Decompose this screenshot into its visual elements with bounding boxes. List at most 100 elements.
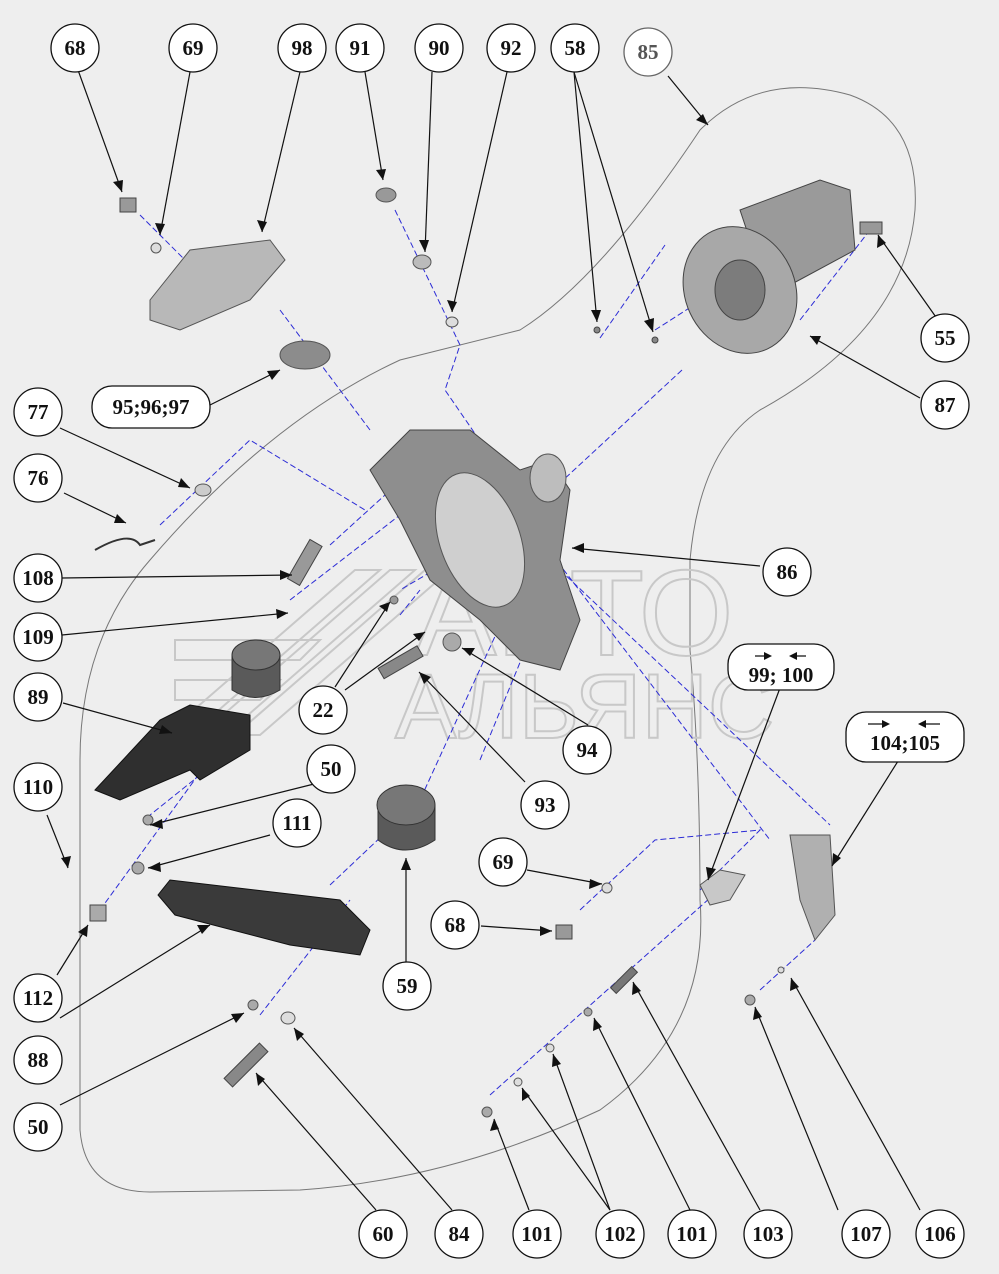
callout-22: 22 bbox=[298, 685, 348, 735]
svg-text:60: 60 bbox=[373, 1222, 394, 1246]
callout-111: 111 bbox=[272, 798, 322, 848]
svg-text:108: 108 bbox=[22, 566, 54, 590]
svg-text:92: 92 bbox=[501, 36, 522, 60]
label-104-105: 104;105 bbox=[845, 711, 965, 763]
bolt-68-lower bbox=[555, 924, 573, 940]
svg-text:101: 101 bbox=[521, 1222, 553, 1246]
wire-76 bbox=[94, 537, 156, 551]
svg-text:88: 88 bbox=[28, 1048, 49, 1072]
bolt-55 bbox=[859, 221, 883, 235]
callout-107: 107 bbox=[841, 1209, 891, 1259]
callout-77: 77 bbox=[13, 387, 63, 437]
washer-69a bbox=[150, 242, 162, 254]
part-101a bbox=[481, 1106, 493, 1118]
small-part-50a bbox=[142, 814, 154, 826]
callout-68-lower: 68 bbox=[430, 900, 480, 950]
small-bracket bbox=[699, 869, 746, 906]
small-part-111 bbox=[131, 861, 145, 875]
svg-text:101: 101 bbox=[676, 1222, 708, 1246]
washer-84 bbox=[280, 1011, 296, 1025]
callout-55: 55 bbox=[920, 313, 970, 363]
small-part-22 bbox=[389, 595, 399, 605]
svg-text:50: 50 bbox=[321, 757, 342, 781]
bracket bbox=[149, 239, 286, 331]
bushing-lower bbox=[376, 784, 436, 851]
callout-101-right: 101 bbox=[667, 1209, 717, 1259]
svg-text:58: 58 bbox=[565, 36, 586, 60]
callout-102: 102 bbox=[595, 1209, 645, 1259]
callout-109: 109 bbox=[13, 612, 63, 662]
svg-text:109: 109 bbox=[22, 625, 54, 649]
callout-112: 112 bbox=[13, 973, 63, 1023]
svg-text:107: 107 bbox=[850, 1222, 882, 1246]
svg-text:90: 90 bbox=[429, 36, 450, 60]
svg-text:77: 77 bbox=[28, 400, 49, 424]
svg-text:112: 112 bbox=[23, 986, 53, 1010]
callout-89: 89 bbox=[13, 672, 63, 722]
parts bbox=[89, 179, 883, 1118]
callout-68-top: 68 bbox=[50, 23, 100, 73]
callout-69-top: 69 bbox=[168, 23, 218, 73]
callout-69-lower: 69 bbox=[478, 837, 528, 887]
svg-text:95;96;97: 95;96;97 bbox=[113, 395, 190, 419]
svg-text:55: 55 bbox=[935, 326, 956, 350]
bolt-112 bbox=[89, 904, 107, 922]
lower-lever bbox=[157, 879, 371, 956]
svg-text:89: 89 bbox=[28, 685, 49, 709]
callout-108: 108 bbox=[13, 553, 63, 603]
callout-98: 98 bbox=[277, 23, 327, 73]
callout-86: 86 bbox=[762, 547, 812, 597]
bolt-93 bbox=[377, 645, 424, 680]
leader-arrowheads bbox=[61, 114, 886, 1131]
assembly-boundary-outline bbox=[79, 87, 916, 1193]
wheel-hub bbox=[682, 179, 856, 354]
washer-92 bbox=[445, 316, 459, 328]
small-part-50b bbox=[247, 999, 259, 1011]
part-58a bbox=[593, 326, 601, 334]
callout-88: 88 bbox=[13, 1035, 63, 1085]
callout-50-lower: 50 bbox=[13, 1102, 63, 1152]
svg-text:87: 87 bbox=[935, 393, 956, 417]
callout-93: 93 bbox=[520, 780, 570, 830]
callout-85: 85 bbox=[623, 27, 673, 77]
label-99-100: 99; 100 bbox=[727, 643, 835, 691]
spring-103 bbox=[609, 965, 639, 995]
svg-text:99; 100: 99; 100 bbox=[749, 663, 814, 687]
svg-text:104;105: 104;105 bbox=[870, 731, 940, 755]
svg-text:69: 69 bbox=[183, 36, 204, 60]
svg-text:69: 69 bbox=[493, 850, 514, 874]
svg-text:98: 98 bbox=[292, 36, 313, 60]
steering-knuckle-housing bbox=[369, 429, 581, 671]
brake-shield bbox=[789, 834, 836, 941]
part-58b bbox=[651, 336, 659, 344]
washer-69b bbox=[601, 882, 613, 894]
part-101b bbox=[583, 1007, 593, 1017]
svg-text:50: 50 bbox=[28, 1115, 49, 1139]
svg-text:111: 111 bbox=[282, 811, 311, 835]
label-95-96-97: 95;96;97 bbox=[91, 385, 211, 429]
part-107 bbox=[744, 994, 756, 1006]
svg-text:76: 76 bbox=[28, 466, 49, 490]
cap-91 bbox=[375, 187, 397, 203]
bolt-60 bbox=[223, 1042, 269, 1088]
leader-lines bbox=[46, 69, 939, 1211]
cover-disk bbox=[279, 340, 331, 370]
callout-58: 58 bbox=[550, 23, 600, 73]
svg-text:68: 68 bbox=[445, 913, 466, 937]
callout-91: 91 bbox=[335, 23, 385, 73]
svg-text:93: 93 bbox=[535, 793, 556, 817]
part-102a bbox=[513, 1077, 523, 1087]
svg-text:86: 86 bbox=[777, 560, 798, 584]
svg-text:22: 22 bbox=[313, 698, 334, 722]
part-106 bbox=[777, 966, 785, 974]
upper-lever bbox=[94, 704, 251, 801]
svg-text:103: 103 bbox=[752, 1222, 784, 1246]
callout-59: 59 bbox=[382, 961, 432, 1011]
callout-76: 76 bbox=[13, 453, 63, 503]
callout-106: 106 bbox=[915, 1209, 965, 1259]
callout-84: 84 bbox=[434, 1209, 484, 1259]
callout-92: 92 bbox=[486, 23, 536, 73]
nut-90 bbox=[412, 254, 432, 270]
callout-90: 90 bbox=[414, 23, 464, 73]
